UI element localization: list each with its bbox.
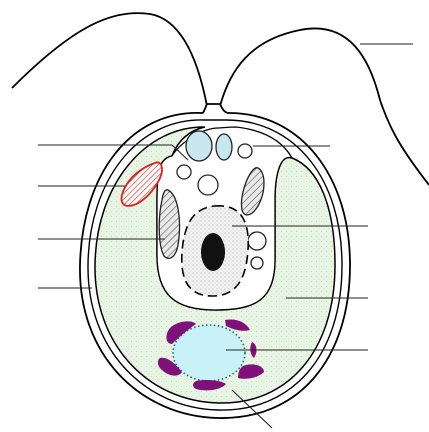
flagellum-left <box>12 13 207 106</box>
nucleolus <box>201 233 225 271</box>
contractile-vacuole <box>186 131 212 161</box>
contractile-vacuole-small <box>216 134 232 160</box>
pyrenoid <box>173 325 245 381</box>
